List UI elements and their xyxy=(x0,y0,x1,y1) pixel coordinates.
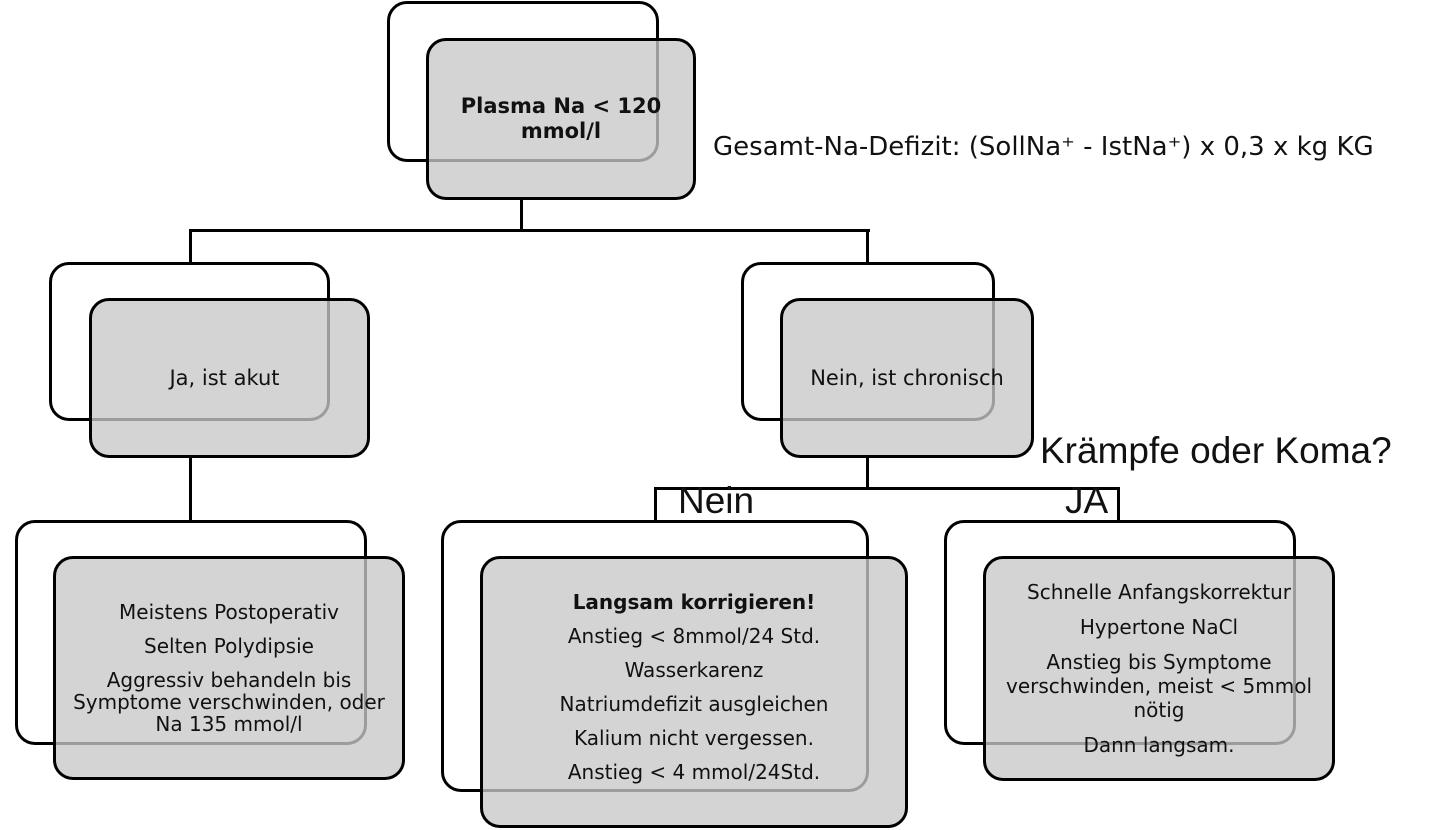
fast-correction-line-2: Hypertone NaCl xyxy=(1079,615,1239,639)
chronic-node: Nein, ist chronisch xyxy=(780,298,1034,458)
root-node-line-2: mmol/l xyxy=(520,119,602,143)
acute-detail-node: Meistens Postoperativ Selten Polydipsie … xyxy=(53,556,405,780)
connector-level2-bar xyxy=(654,487,1120,490)
connector-fast-drop xyxy=(1117,487,1120,523)
acute-detail-line-1: Meistens Postoperativ xyxy=(119,600,339,624)
acute-detail-line-3: Aggressiv behandeln bis Symptome verschw… xyxy=(73,668,385,736)
slow-correction-line-6: Anstieg < 4 mmol/24Std. xyxy=(567,760,821,784)
slow-correction-line-2: Anstieg < 8mmol/24 Std. xyxy=(567,624,821,648)
root-node-line-1: Plasma Na < 120 xyxy=(460,94,662,118)
chronic-node-label: Nein, ist chronisch xyxy=(810,366,1004,390)
fast-correction-node: Schnelle Anfangskorrektur Hypertone NaCl… xyxy=(983,556,1335,781)
connector-slow-drop xyxy=(654,487,657,523)
fast-correction-line-1: Schnelle Anfangskorrektur xyxy=(1027,580,1291,604)
acute-detail-line-2: Selten Polydipsie xyxy=(144,634,314,658)
connector-acute-stem xyxy=(189,456,192,522)
formula-text: Gesamt-Na-Defizit: (SollNa⁺ - IstNa⁺) x … xyxy=(713,132,1374,162)
connector-chronic-stem xyxy=(866,456,869,490)
slow-correction-line-3: Wasserkarenz xyxy=(624,658,764,682)
slow-correction-heading: Langsam korrigieren! xyxy=(572,590,816,614)
slow-correction-node: Langsam korrigieren! Anstieg < 8mmol/24 … xyxy=(480,556,908,828)
connector-root-stem xyxy=(520,198,523,232)
branch-label-yes: JA xyxy=(1065,480,1109,521)
acute-node: Ja, ist akut xyxy=(89,298,370,458)
connector-chronic-drop xyxy=(866,229,869,265)
connector-acute-drop xyxy=(189,229,192,265)
slow-correction-line-4: Natriumdefizit ausgleichen xyxy=(559,692,829,716)
branch-label-no: Nein xyxy=(678,480,755,521)
question-label: Krämpfe oder Koma? xyxy=(1040,430,1392,471)
slow-correction-line-5: Kalium nicht vergessen. xyxy=(574,726,814,750)
fast-correction-line-3: Anstieg bis Symptome verschwinden, meist… xyxy=(1006,650,1312,722)
root-node: Plasma Na < 120 mmol/l xyxy=(426,38,696,200)
acute-node-label: Ja, ist akut xyxy=(169,366,280,390)
connector-level1-bar xyxy=(189,229,870,232)
fast-correction-line-4: Dann langsam. xyxy=(1083,733,1235,757)
